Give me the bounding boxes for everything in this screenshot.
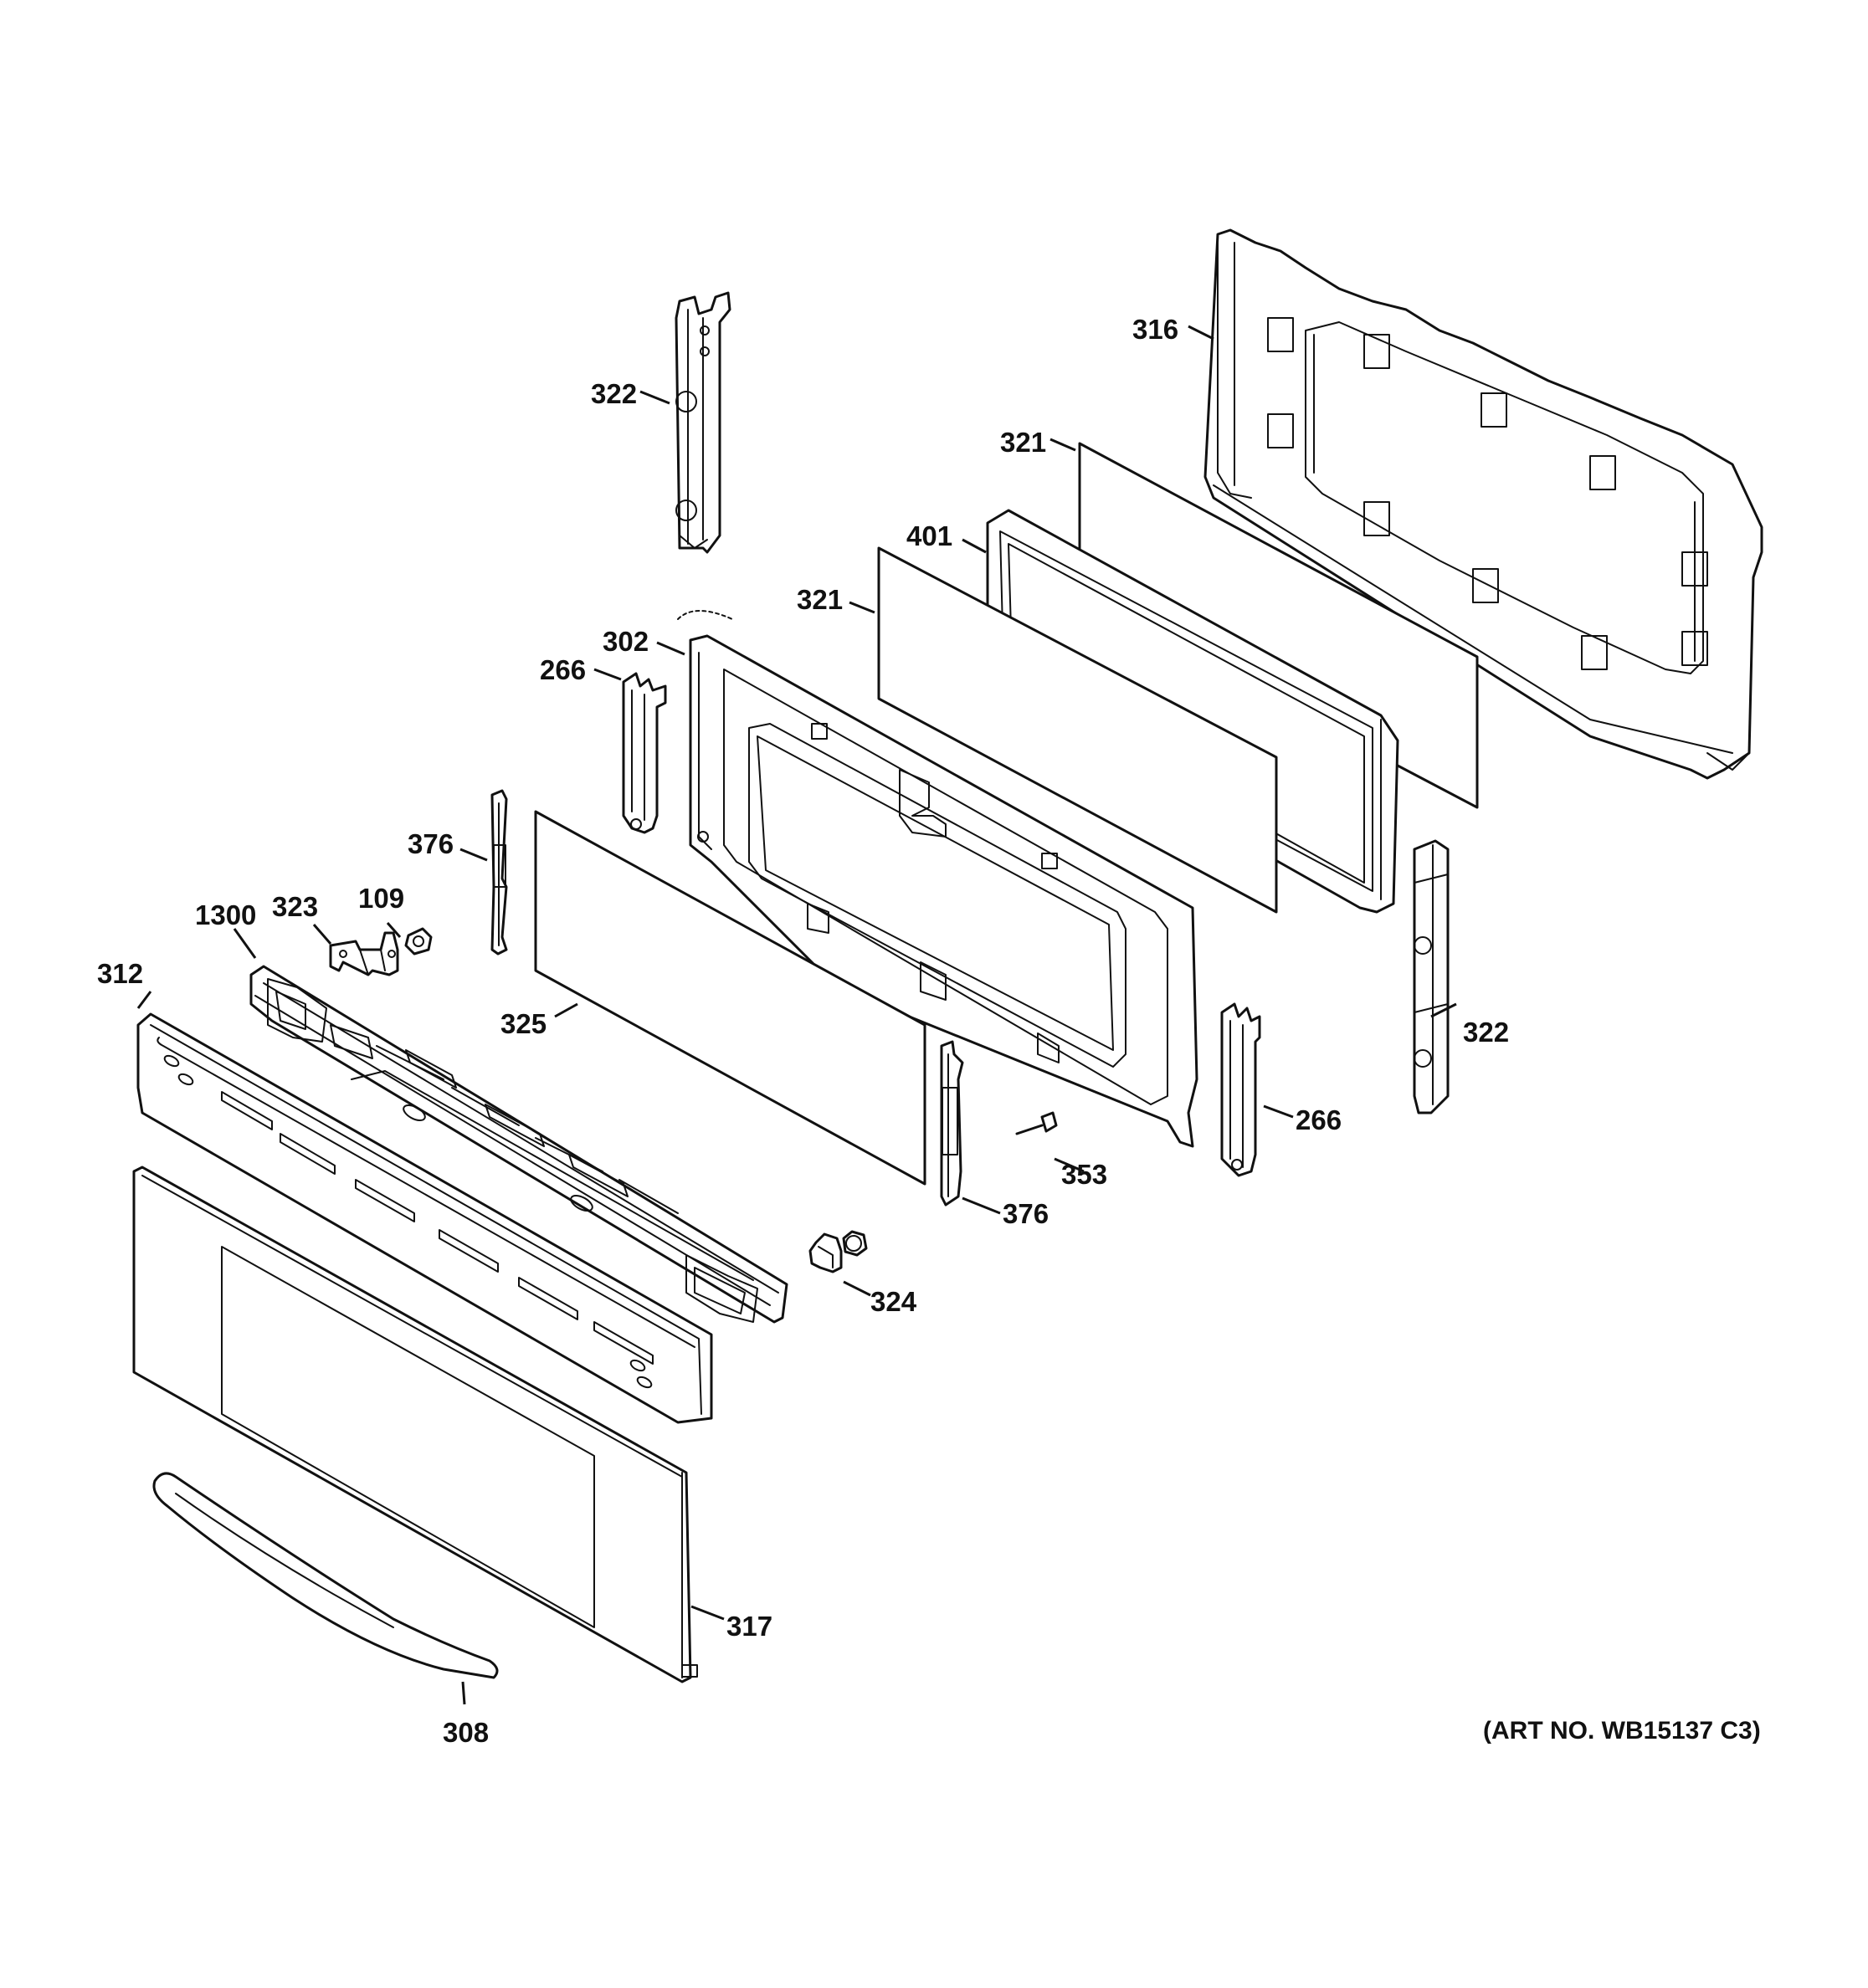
part-1300-control-panel [249, 965, 788, 1324]
part-324-hinge-bracket [808, 1230, 868, 1273]
part-376-left-hinge-channel [490, 789, 508, 956]
callout-302: 302 [603, 626, 649, 657]
part-266-right-bracket [1220, 1002, 1261, 1177]
callout-324: 324 [870, 1286, 917, 1317]
part-376-right-hinge-channel [940, 1040, 964, 1207]
callout-323: 323 [272, 891, 318, 922]
part-353-screw [1015, 1111, 1058, 1135]
callout-325: 325 [500, 1008, 547, 1039]
part-312-trim [136, 1012, 713, 1424]
callout-322-right: 322 [1463, 1017, 1509, 1048]
callout-312: 312 [97, 958, 143, 989]
callout-376-right: 376 [1003, 1198, 1049, 1229]
callout-266-left: 266 [540, 654, 586, 685]
part-323-hinge-bracket [329, 931, 399, 976]
callout-401: 401 [906, 520, 952, 551]
part-109-nut [404, 927, 433, 956]
part-325-front-glass [534, 810, 926, 1186]
part-317-outer-panel [132, 1166, 698, 1683]
part-302-door-panel [677, 610, 1198, 1148]
callout-308: 308 [443, 1717, 489, 1748]
callout-317: 317 [726, 1611, 772, 1642]
callout-321-top: 321 [1000, 427, 1046, 458]
leader-lines [136, 325, 1457, 1705]
part-316-inner-door-frame [1203, 228, 1763, 780]
part-321-mid-glass [877, 546, 1278, 914]
callout-353: 353 [1061, 1159, 1107, 1190]
callout-376-left: 376 [408, 828, 454, 859]
part-266-left-bracket [622, 672, 667, 834]
callout-316: 316 [1132, 314, 1178, 345]
callout-266-right: 266 [1296, 1104, 1342, 1135]
callout-109: 109 [358, 883, 404, 914]
part-322-right-bracket [1413, 839, 1450, 1114]
callout-321-mid: 321 [797, 584, 843, 615]
part-308-handle [152, 1472, 499, 1679]
callout-1300: 1300 [195, 899, 256, 930]
part-322-top-bracket [675, 291, 731, 554]
callouts: 316 322 321 401 321 302 266 376 323 109 … [97, 314, 1509, 1748]
callout-322-top: 322 [591, 378, 637, 409]
art-number: (ART NO. WB15137 C3) [1483, 1717, 1761, 1745]
